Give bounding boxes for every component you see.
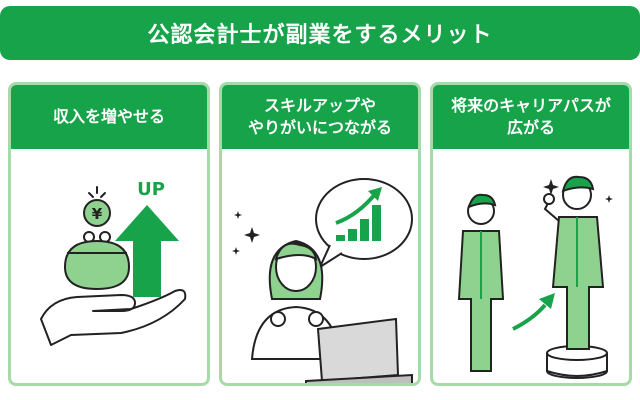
card-skill: スキルアップや やりがいにつながる: [219, 82, 421, 386]
card-skill-header: スキルアップや やりがいにつながる: [222, 85, 418, 149]
card-skill-title: スキルアップや やりがいにつながる: [247, 96, 392, 137]
sparkle-icon: [88, 186, 106, 198]
person-left-icon: [457, 193, 505, 372]
card-skill-illustration: [222, 149, 418, 383]
sparkle-icon: [543, 179, 613, 203]
growth-arrow-icon: [512, 293, 555, 331]
hand-icon: [40, 289, 187, 346]
card-career-illustration: [433, 149, 629, 383]
card-income: 収入を増やせる ¥: [8, 82, 210, 386]
laptop-icon: [305, 317, 413, 383]
sparkle-icon: [232, 211, 260, 255]
header-banner: 公認会計士が副業をするメリット: [0, 6, 640, 60]
person-icon: [250, 239, 342, 360]
yen-coin-icon: ¥: [83, 199, 111, 227]
person-right-icon: [543, 175, 605, 350]
card-career-title: 将来のキャリアパスが 広がる: [451, 96, 611, 137]
card-career: 将来のキャリアパスが 広がる: [430, 82, 632, 386]
purse-icon: [63, 231, 131, 291]
pedestal-icon: [546, 345, 608, 379]
card-career-header: 将来のキャリアパスが 広がる: [433, 85, 629, 149]
chart-bubble: [315, 178, 413, 268]
card-income-illustration: ¥ UP: [11, 149, 207, 383]
up-arrow-icon: [115, 205, 179, 297]
card-income-title: 収入を増やせる: [52, 107, 165, 126]
up-label: UP: [137, 179, 165, 200]
page-title: 公認会計士が副業をするメリット: [147, 23, 493, 48]
card-income-header: 収入を増やせる: [11, 85, 207, 149]
coin-symbol: ¥: [92, 205, 103, 223]
